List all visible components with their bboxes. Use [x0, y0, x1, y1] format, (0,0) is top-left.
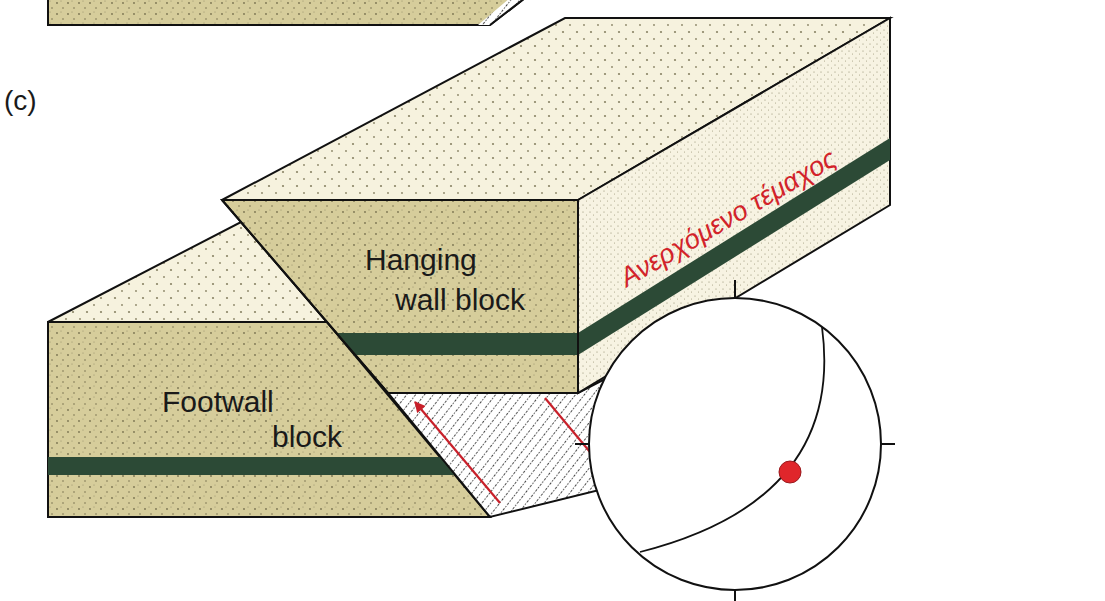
stereonet — [575, 280, 895, 601]
figure-letter: (c) — [4, 84, 37, 118]
previous-figure-fragment — [48, 0, 525, 25]
block-name: Hanging wall block — [365, 240, 531, 320]
block-annotation: Ανερχόμενο τέμαχος — [614, 142, 842, 293]
block-name: Footwall block — [162, 384, 348, 454]
